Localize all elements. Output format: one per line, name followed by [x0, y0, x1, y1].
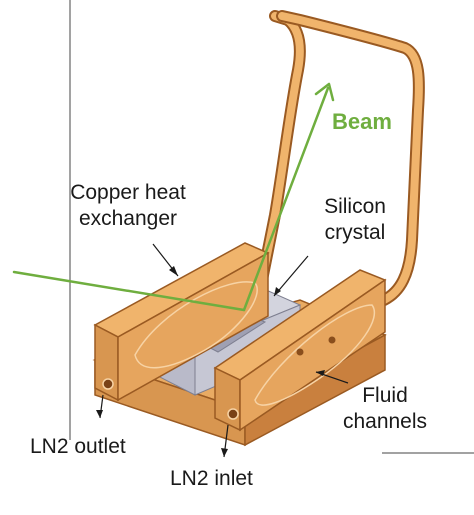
- silicon-crystal-label: Silicon crystal: [300, 194, 410, 246]
- fluid-label-line1: Fluid: [362, 384, 408, 407]
- ln2-pipe: [256, 10, 425, 306]
- beam-path: [12, 82, 335, 312]
- copper-label-line1: Copper heat: [70, 181, 186, 204]
- fluid-channels-label: Fluid channels: [330, 383, 440, 435]
- beam-label: Beam: [332, 109, 392, 134]
- pointer-arrowheads: [96, 266, 325, 457]
- silicon-label-line1: Silicon: [324, 195, 386, 218]
- ln2-inlet-label: LN2 inlet: [170, 467, 253, 490]
- ln2-inlet-port: [227, 408, 239, 420]
- copper-heat-exchanger-label: Copper heat exchanger: [48, 180, 208, 232]
- ln2-outlet-port: [102, 378, 114, 390]
- ln2-outlet-label: LN2 outlet: [30, 435, 126, 458]
- copper-block-back: [93, 242, 270, 402]
- copper-label-line2: exchanger: [78, 207, 178, 230]
- copper-block-front: [213, 269, 387, 432]
- fluid-label-line2: channels: [342, 410, 428, 433]
- silicon-label-line2: crystal: [324, 221, 386, 244]
